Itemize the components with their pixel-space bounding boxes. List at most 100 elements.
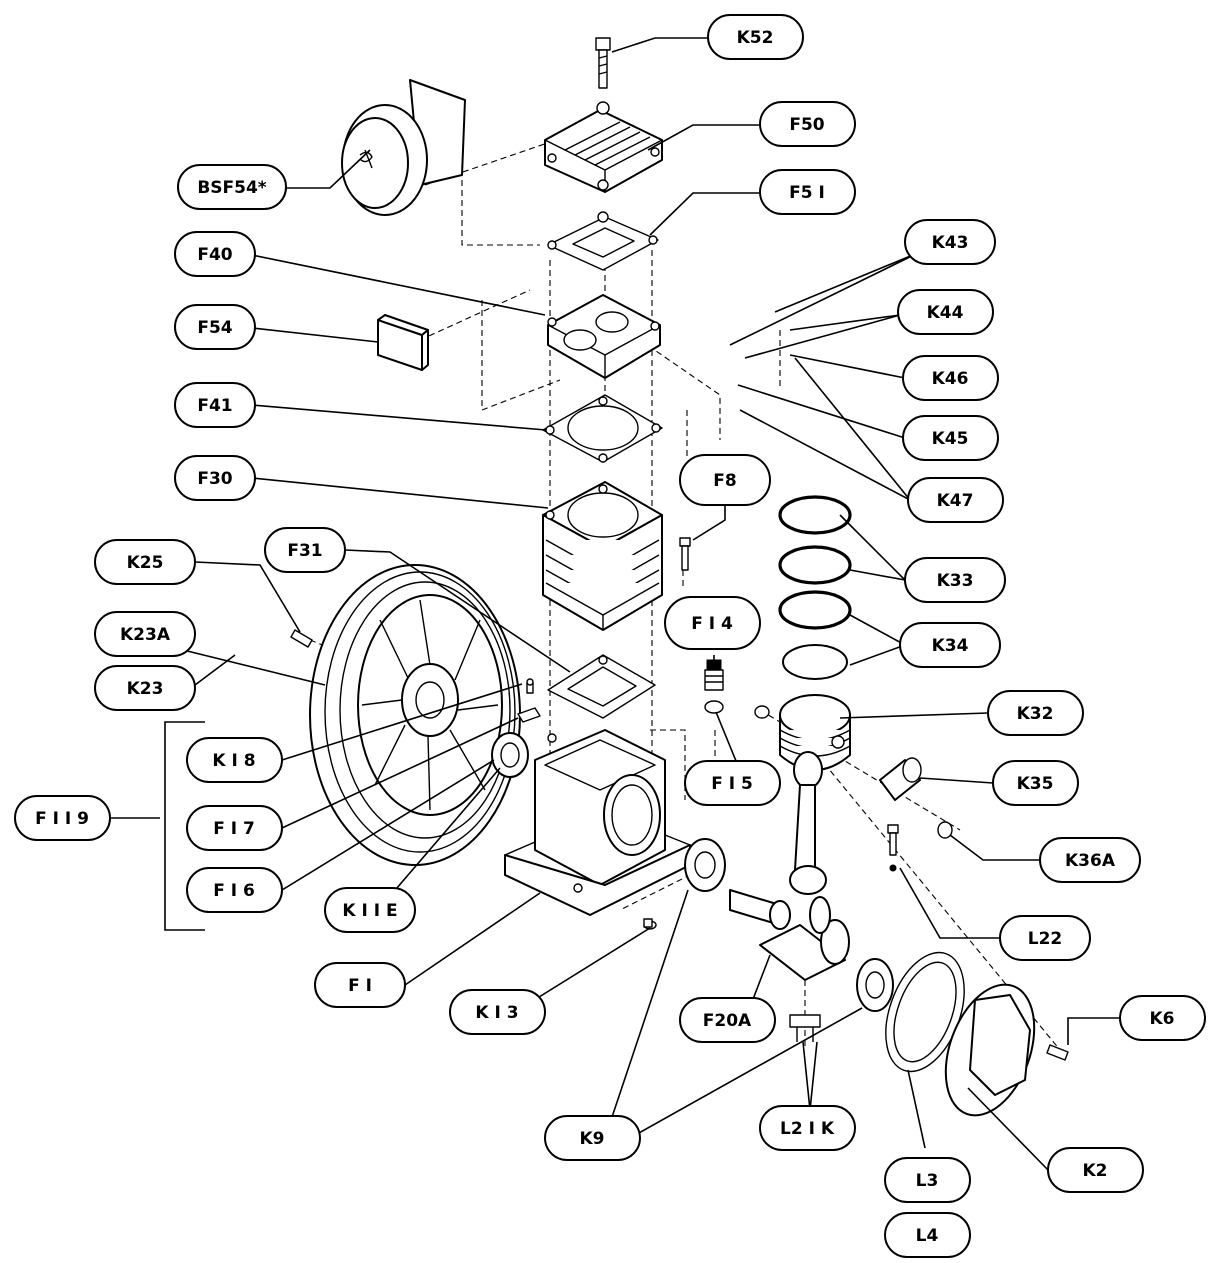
label-l22: L22 <box>999 915 1091 961</box>
svg-text:F54: F54 <box>197 318 232 338</box>
f119-bracket <box>164 721 205 931</box>
svg-text:F31: F31 <box>287 541 322 561</box>
svg-text:K23A: K23A <box>120 625 171 645</box>
label-k33: K33 <box>904 557 1006 603</box>
label-f1: F I <box>314 962 406 1008</box>
breather-part <box>704 659 724 714</box>
label-f40: F40 <box>174 231 256 277</box>
end-cover-part <box>944 983 1036 1117</box>
label-k18: K I 8 <box>186 737 283 783</box>
head-cover-part <box>544 101 663 193</box>
label-k23a: K23A <box>94 611 196 657</box>
k6-bolt-part <box>1046 1044 1069 1061</box>
svg-text:F41: F41 <box>197 396 232 416</box>
svg-text:K44: K44 <box>927 303 964 323</box>
svg-text:K2: K2 <box>1082 1161 1107 1181</box>
part-labels: K52 F50 BSF54* F5 I F40 K43 F54 K44 K46 … <box>14 14 1206 1258</box>
head-gasket-part <box>547 211 659 271</box>
leader-lines <box>108 37 1120 1171</box>
svg-text:F50: F50 <box>789 115 824 135</box>
cylinder-part <box>542 481 663 631</box>
svg-text:L22: L22 <box>1028 929 1063 949</box>
svg-text:K I I E: K I I E <box>342 901 397 921</box>
svg-text:L3: L3 <box>916 1171 939 1191</box>
label-f51: F5 I <box>759 169 856 215</box>
svg-text:F I I 9: F I I 9 <box>35 809 89 829</box>
base-gasket-part <box>547 654 656 719</box>
label-f8: F8 <box>679 454 771 506</box>
connecting-rod-part <box>789 751 827 895</box>
k13-drain-plug-part <box>643 918 657 930</box>
svg-text:F20A: F20A <box>703 1011 752 1031</box>
label-k47: K47 <box>907 477 1004 523</box>
label-f20a: F20A <box>679 997 776 1043</box>
label-k9: K9 <box>544 1115 641 1161</box>
svg-text:F I: F I <box>348 976 372 996</box>
label-l4: L4 <box>884 1212 971 1258</box>
label-k52: K52 <box>707 14 804 60</box>
bearing-right-part <box>856 958 894 1012</box>
svg-text:K36A: K36A <box>1065 851 1116 871</box>
svg-text:K9: K9 <box>579 1129 604 1149</box>
label-k45: K45 <box>902 415 999 461</box>
label-k32: K32 <box>987 690 1084 736</box>
label-k44: K44 <box>897 289 994 335</box>
label-k13: K I 3 <box>449 989 546 1035</box>
piston-part <box>754 694 851 771</box>
valve-plate-part <box>547 294 661 379</box>
k36a-plug-part <box>937 821 953 839</box>
svg-text:F30: F30 <box>197 469 232 489</box>
svg-text:K33: K33 <box>937 571 974 591</box>
crankcase-part <box>504 729 691 916</box>
wrist-pin-part <box>879 757 922 801</box>
f8-bolt-part <box>679 537 691 571</box>
k25-key-part <box>290 629 313 648</box>
label-f14: F I 4 <box>664 596 761 650</box>
label-k23: K23 <box>94 665 196 711</box>
svg-text:K6: K6 <box>1149 1009 1174 1029</box>
svg-text:F8: F8 <box>713 471 736 491</box>
label-f54: F54 <box>174 304 256 350</box>
svg-text:K43: K43 <box>932 233 969 253</box>
svg-text:K35: K35 <box>1017 774 1054 794</box>
flywheel-part <box>309 564 521 866</box>
label-k35: K35 <box>992 760 1079 806</box>
svg-text:K34: K34 <box>932 636 969 656</box>
filter-element-part <box>377 314 429 371</box>
svg-text:BSF54*: BSF54* <box>197 178 266 198</box>
label-k25: K25 <box>94 539 196 585</box>
end-gasket-part <box>885 951 965 1073</box>
svg-text:F I 6: F I 6 <box>213 881 255 901</box>
oil-parts <box>491 678 541 778</box>
label-f119: F I I 9 <box>14 795 111 841</box>
svg-text:L4: L4 <box>916 1226 939 1246</box>
bearing-left-part <box>684 838 726 892</box>
svg-text:K32: K32 <box>1017 704 1054 724</box>
label-f50: F50 <box>759 101 856 147</box>
l22-bolt-part <box>887 824 899 872</box>
svg-text:K25: K25 <box>127 553 164 573</box>
svg-text:K I 8: K I 8 <box>212 751 255 771</box>
label-f30: F30 <box>174 455 256 501</box>
label-f17: F I 7 <box>186 805 283 851</box>
svg-text:L2 I K: L2 I K <box>780 1119 835 1139</box>
svg-text:F40: F40 <box>197 245 232 265</box>
k52-bolt-part <box>595 37 611 89</box>
label-f15: F I 5 <box>684 760 781 806</box>
svg-text:F I 7: F I 7 <box>213 819 255 839</box>
svg-text:K I 3: K I 3 <box>475 1003 518 1023</box>
air-filter-part <box>341 79 466 216</box>
label-l21k: L2 I K <box>759 1105 856 1151</box>
svg-text:F I 5: F I 5 <box>711 774 753 794</box>
svg-text:K45: K45 <box>932 429 969 449</box>
svg-text:F I 4: F I 4 <box>691 614 733 634</box>
label-f31: F31 <box>264 527 346 573</box>
crankshaft-part <box>729 889 850 981</box>
svg-text:K23: K23 <box>127 679 164 699</box>
label-bsf54: BSF54* <box>177 164 287 210</box>
label-k43: K43 <box>904 219 996 265</box>
label-f41: F41 <box>174 382 256 428</box>
svg-text:K52: K52 <box>737 28 774 48</box>
label-k6: K6 <box>1119 995 1206 1041</box>
